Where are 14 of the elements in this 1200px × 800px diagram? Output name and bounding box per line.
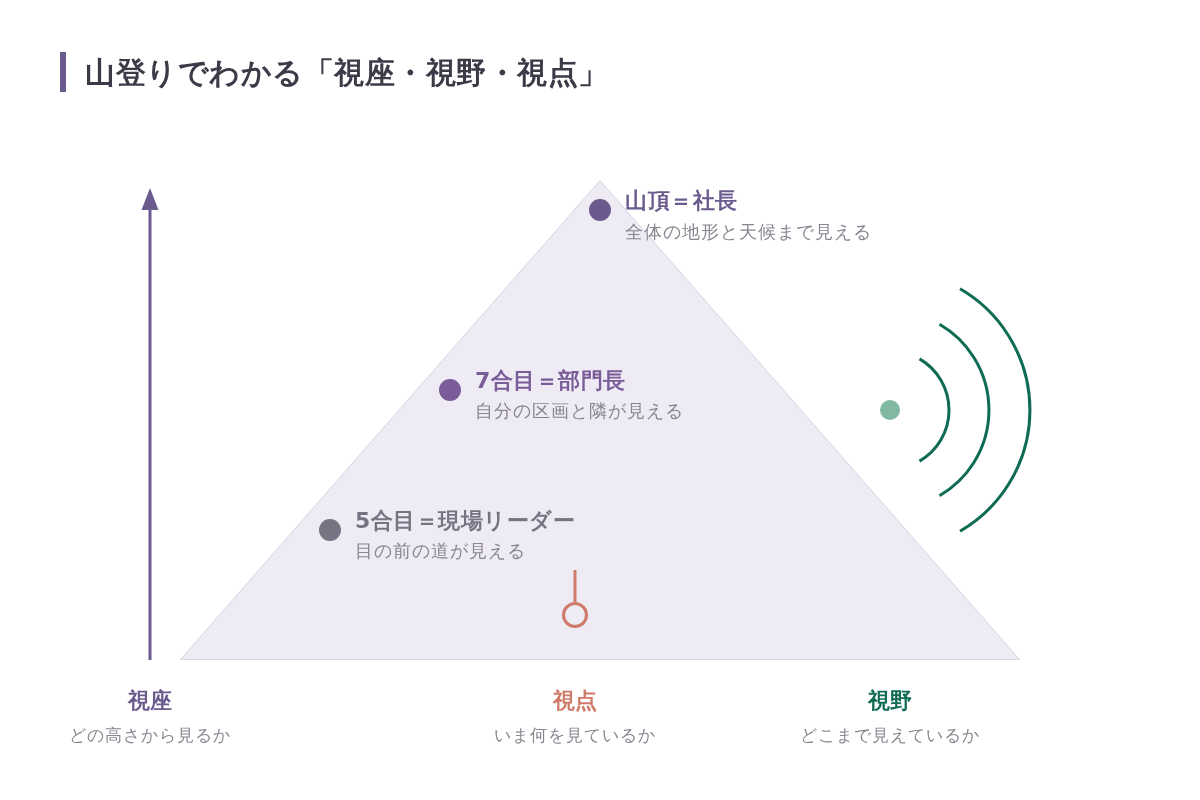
axis-description: いま何を見ているか <box>494 724 656 746</box>
level-heading: 山頂＝社長 <box>625 186 738 215</box>
axis-heading: 視点 <box>552 686 598 715</box>
axis-heading: 視座 <box>127 686 173 715</box>
level-description: 自分の区画と隣が見える <box>475 398 684 422</box>
level-description: 目の前の道が見える <box>355 538 526 562</box>
level-description: 全体の地形と天候まで見える <box>625 219 872 243</box>
axis-description: どの高さから見るか <box>69 724 231 746</box>
axis-heading: 視野 <box>867 686 913 715</box>
mountain-triangle <box>180 180 1020 660</box>
title: 山登りでわかる「視座・視野・視点」 <box>85 53 609 92</box>
axis-description: どこまで見えているか <box>800 724 980 746</box>
level-heading: 5合目＝現場リーダー <box>355 506 576 535</box>
level-heading: 7合目＝部門長 <box>475 366 626 395</box>
